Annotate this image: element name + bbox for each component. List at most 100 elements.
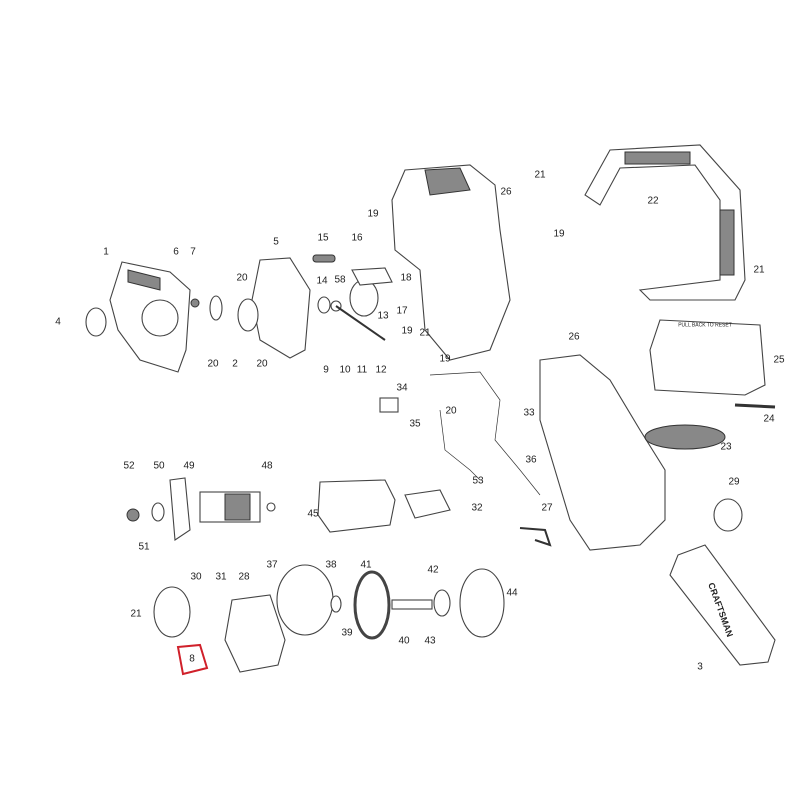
part-label-1: 1	[103, 247, 109, 258]
part-fan-washer	[151, 502, 165, 522]
part-label-29: 29	[728, 477, 740, 488]
part-label-40: 40	[398, 636, 410, 647]
part-label-21: 21	[753, 265, 765, 276]
part-label-22: 22	[647, 196, 659, 207]
part-label-52: 52	[123, 461, 135, 472]
part-label-48: 48	[261, 461, 273, 472]
highlight-box	[176, 643, 209, 676]
part-label-26: 26	[568, 332, 580, 343]
part-label-6: 6	[173, 247, 179, 258]
part-label-51: 51	[138, 542, 150, 553]
part-label-4: 4	[55, 317, 61, 328]
part-housing-grip	[424, 167, 471, 196]
part-armature-core	[224, 493, 251, 521]
part-baffle	[169, 477, 191, 541]
part-spring	[312, 254, 336, 263]
part-knob	[85, 307, 107, 337]
part-label-36: 36	[525, 455, 537, 466]
part-rod	[335, 305, 386, 341]
part-label-25: 25	[773, 355, 785, 366]
part-label-42: 42	[427, 565, 439, 576]
part-band	[349, 279, 379, 317]
part-label-19: 19	[553, 229, 565, 240]
part-label-43: 43	[424, 636, 436, 647]
part-label-21: 21	[534, 170, 546, 181]
part-nut	[190, 298, 200, 308]
part-end-housing	[459, 568, 505, 638]
part-label-7: 7	[190, 247, 196, 258]
part-spacer	[330, 595, 342, 613]
part-label-19: 19	[439, 354, 451, 365]
part-label-17: 17	[396, 306, 408, 317]
part-label-27: 27	[541, 503, 553, 514]
part-label-50: 50	[153, 461, 165, 472]
part-label-21: 21	[419, 328, 431, 339]
part-link	[317, 296, 331, 314]
guard-text: PULL BACK TO RESET	[678, 322, 732, 328]
part-label-14: 14	[316, 276, 328, 287]
part-label-2: 2	[232, 359, 238, 370]
part-label-31: 31	[215, 572, 227, 583]
part-label-12: 12	[375, 365, 387, 376]
part-label-41: 41	[360, 560, 372, 571]
part-housing-right	[539, 354, 666, 551]
part-label-9: 9	[323, 365, 329, 376]
part-chain-cover	[644, 424, 726, 450]
part-pinion	[126, 508, 140, 522]
part-handle-grip-side	[719, 209, 735, 276]
part-pin	[734, 403, 776, 409]
part-gearbox	[224, 594, 286, 673]
part-label-20: 20	[236, 273, 248, 284]
part-guard	[649, 319, 766, 396]
part-front-cover-dial	[141, 299, 179, 337]
part-label-26: 26	[500, 187, 512, 198]
part-front-cover-grip	[127, 269, 161, 291]
part-label-20: 20	[207, 359, 219, 370]
part-motor-housing	[317, 479, 396, 533]
part-latch	[351, 267, 393, 286]
parts-drawing: PULL BACK TO RESET CRAFTSMAN	[85, 144, 776, 676]
part-sprocket-cover	[713, 498, 743, 532]
part-label-11: 11	[357, 365, 368, 376]
part-label-8: 8	[189, 654, 195, 665]
part-gear-cover	[276, 564, 334, 636]
part-label-20: 20	[445, 406, 457, 417]
part-label-18: 18	[400, 273, 412, 284]
part-label-28: 28	[238, 572, 250, 583]
part-label-16: 16	[351, 233, 363, 244]
part-bar-cover	[669, 544, 776, 666]
part-label-23: 23	[720, 442, 732, 453]
part-gear-plate	[153, 586, 191, 638]
part-switch	[379, 397, 399, 413]
part-bearing-48	[266, 502, 276, 512]
part-brush-holder	[404, 489, 451, 519]
part-label-15: 15	[317, 233, 329, 244]
part-label-32: 32	[471, 503, 483, 514]
part-label-30: 30	[190, 572, 202, 583]
part-label-49: 49	[183, 461, 195, 472]
part-label-53: 53	[472, 476, 484, 487]
part-washer	[209, 295, 223, 321]
part-gear	[353, 570, 391, 640]
part-shaft	[391, 599, 433, 610]
part-handle	[584, 144, 746, 301]
part-label-34: 34	[396, 383, 408, 394]
part-label-44: 44	[506, 588, 518, 599]
part-label-13: 13	[377, 311, 389, 322]
part-label-39: 39	[341, 628, 353, 639]
part-label-10: 10	[339, 365, 351, 376]
part-housing-left	[391, 164, 511, 361]
part-label-19: 19	[367, 209, 379, 220]
part-bushing	[237, 298, 259, 332]
part-label-21: 21	[130, 609, 142, 620]
part-label-45: 45	[307, 509, 319, 520]
part-label-37: 37	[266, 560, 278, 571]
part-wiring	[429, 371, 541, 496]
part-label-20: 20	[256, 359, 268, 370]
part-label-5: 5	[273, 237, 279, 248]
part-lever	[519, 527, 552, 547]
part-label-3: 3	[697, 662, 703, 673]
part-label-35: 35	[409, 419, 421, 430]
